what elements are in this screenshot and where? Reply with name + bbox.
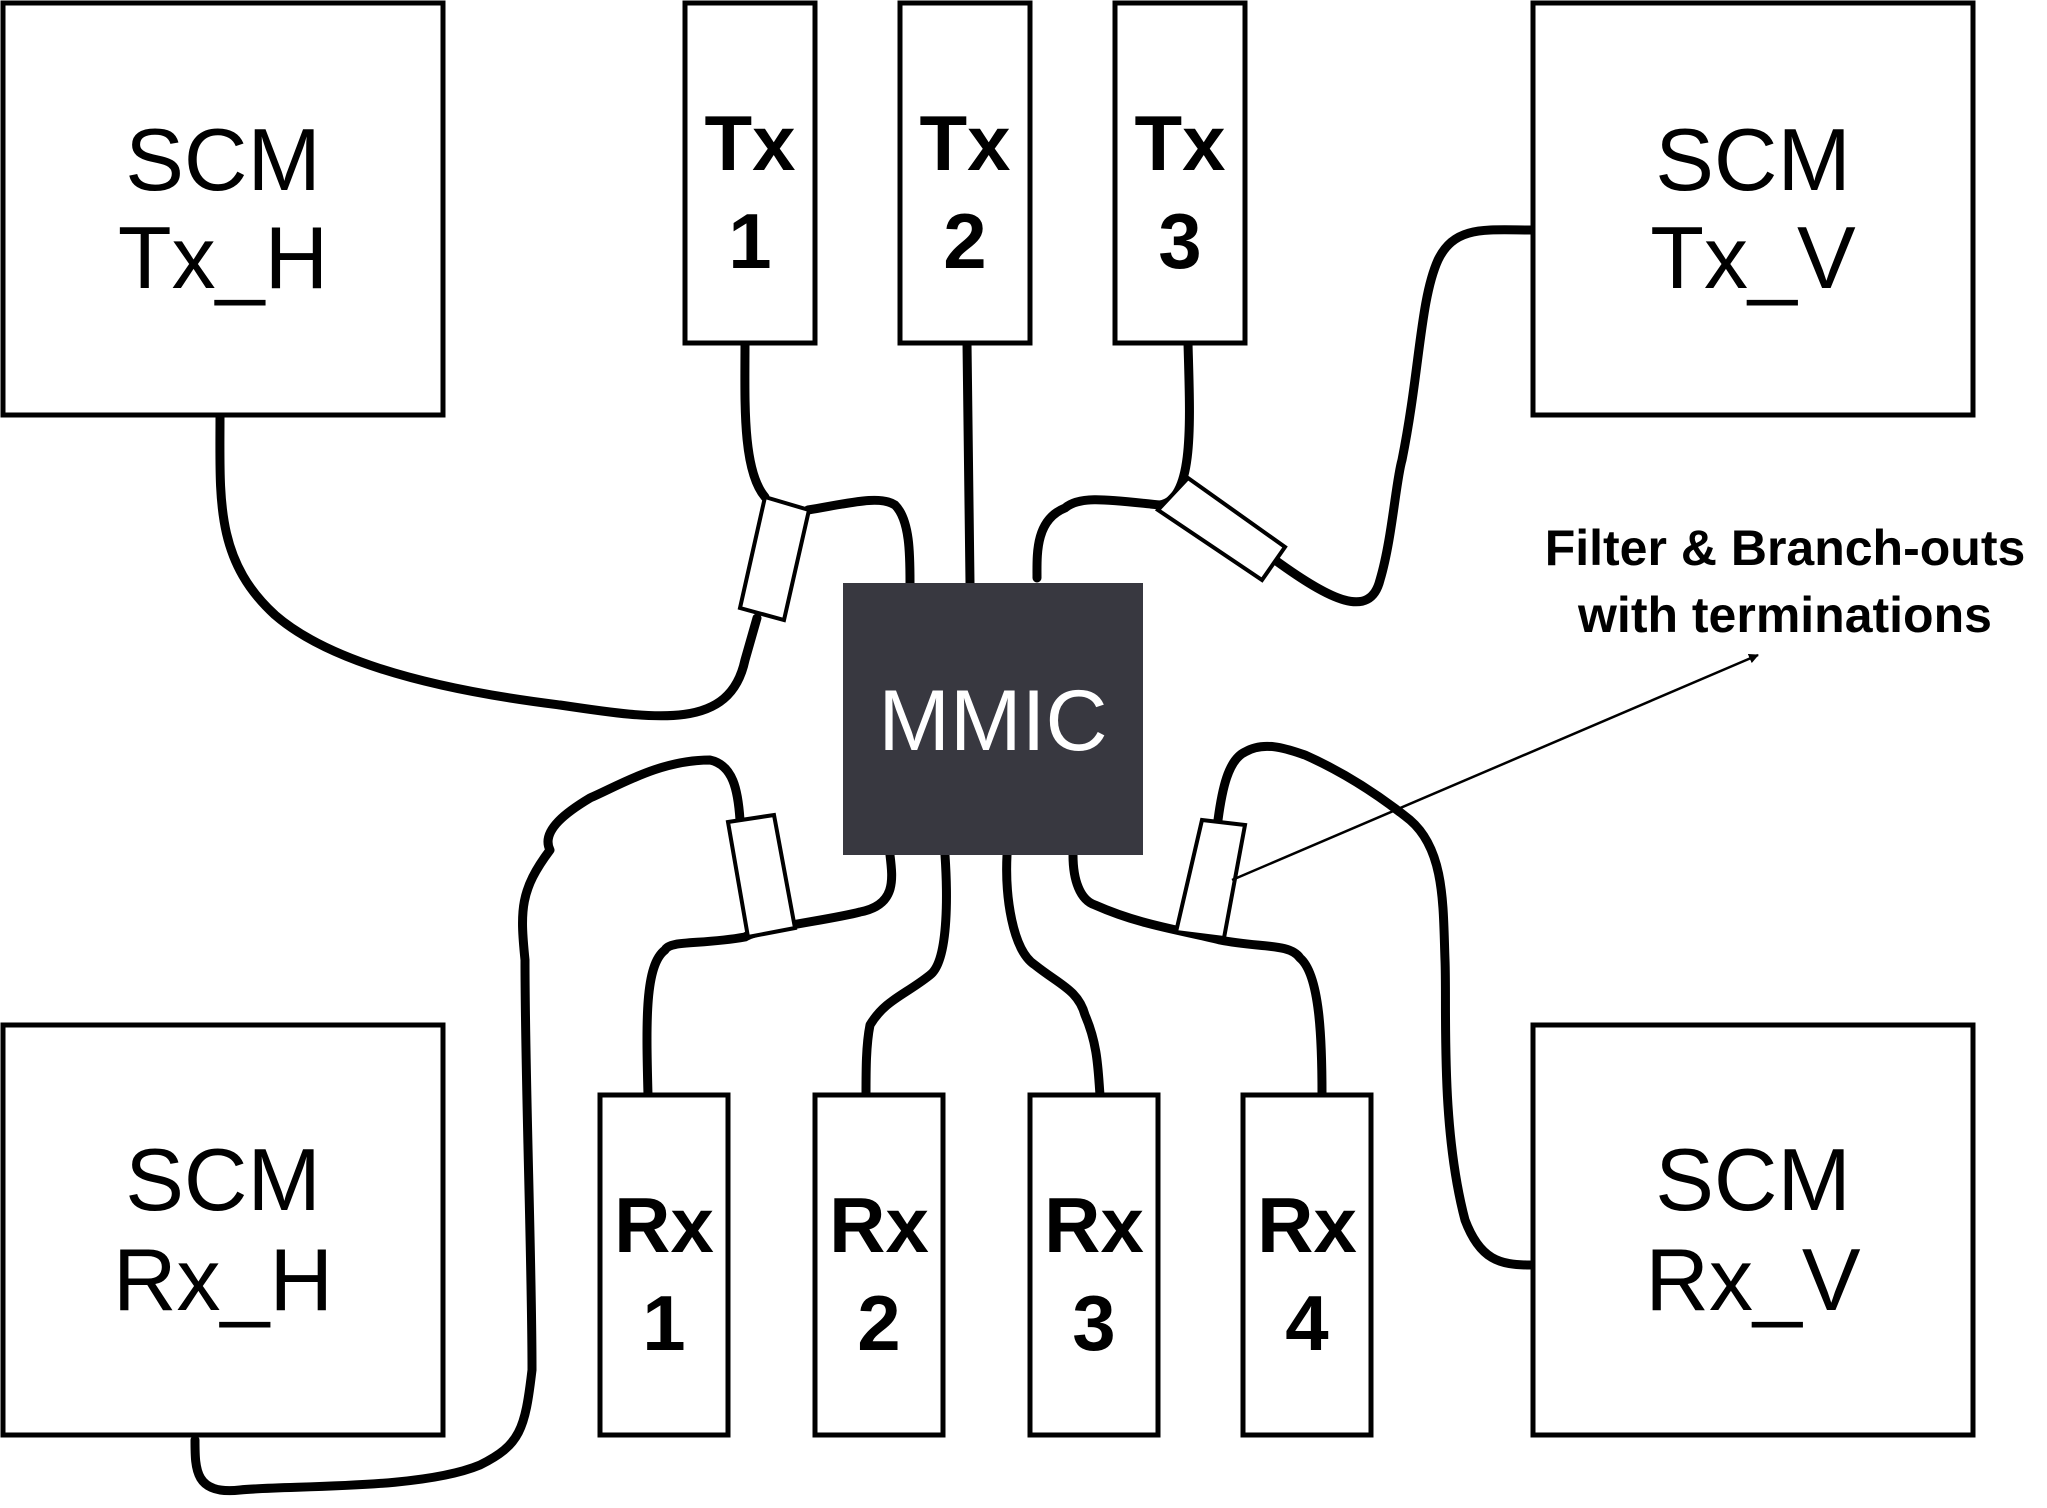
scm-tx-h-module: SCM Tx_H: [0, 0, 446, 418]
scm-rx-v-module: SCM Rx_V: [1530, 1022, 1976, 1438]
tx-port-3-label: Tx: [1134, 99, 1225, 187]
tx-port-1-number: 1: [728, 197, 771, 285]
rx-port-3-label: Rx: [1044, 1181, 1144, 1269]
tx-port-2-number: 2: [943, 197, 986, 285]
cables: [190, 225, 1538, 1496]
scm-rx-h-module: SCM Rx_H: [0, 1022, 446, 1438]
filter-tx1: [737, 494, 812, 623]
cable-rx1: [642, 850, 897, 1100]
cable-scm-rx-h: [190, 755, 745, 1496]
scm-tx-h-line1: SCM: [125, 110, 321, 209]
cable-scm-tx-h: [215, 410, 762, 721]
cable-tx1-branch: [803, 495, 915, 588]
rx-port-2-label: Rx: [829, 1181, 929, 1269]
scm-rx-v-line2: Rx_V: [1645, 1230, 1860, 1329]
rx-port-4: Rx 4: [1240, 1092, 1374, 1438]
tx-port-1: Tx 1: [682, 0, 818, 346]
scm-tx-v-line1: SCM: [1655, 110, 1851, 209]
annotation-arrow: [1231, 653, 1759, 882]
scm-tx-v-module: SCM Tx_V: [1530, 0, 1976, 418]
rx-port-1-number: 1: [642, 1279, 685, 1367]
tx-port-3-number: 3: [1158, 197, 1201, 285]
rx-port-2: Rx 2: [812, 1092, 946, 1438]
filter-tx3: [1154, 475, 1288, 583]
tx-port-3: Tx 3: [1112, 0, 1248, 346]
rx-port-1: Rx 1: [597, 1092, 731, 1438]
scm-rx-v-line1: SCM: [1655, 1130, 1851, 1229]
cable-scm-tx-v: [1270, 225, 1538, 607]
cable-rx2: [861, 850, 951, 1100]
filter-annotation: Filter & Branch-outs with terminations: [1231, 520, 2026, 882]
tx-port-2-label: Tx: [919, 99, 1010, 187]
tx-port-2: Tx 2: [897, 0, 1033, 346]
tx-port-1-label: Tx: [704, 99, 795, 187]
rx-port-4-number: 4: [1285, 1279, 1328, 1367]
cable-rx3: [1002, 850, 1105, 1100]
rx-port-2-number: 2: [857, 1279, 900, 1367]
cable-tx2: [962, 338, 975, 588]
annotation-line1: Filter & Branch-outs: [1545, 520, 2026, 576]
scm-tx-v-line2: Tx_V: [1650, 208, 1856, 307]
filter-rx1: [725, 812, 798, 940]
cable-scm-rx-v: [1213, 741, 1535, 1270]
rx-port-3: Rx 3: [1027, 1092, 1161, 1438]
mmic-label: MMIC: [878, 673, 1107, 769]
filter-rx4: [1173, 817, 1248, 941]
scm-tx-h-line2: Tx_H: [118, 208, 328, 307]
scm-rx-h-line2: Rx_H: [113, 1230, 333, 1329]
filters: [725, 475, 1288, 941]
rx-port-4-label: Rx: [1257, 1181, 1357, 1269]
cable-tx1: [740, 338, 770, 502]
mmic-chip: MMIC: [843, 583, 1143, 855]
rx-port-3-number: 3: [1072, 1279, 1115, 1367]
rx-port-1-label: Rx: [614, 1181, 714, 1269]
cable-rx4: [1068, 850, 1327, 1100]
annotation-line2: with terminations: [1577, 587, 1992, 643]
scm-rx-h-line1: SCM: [125, 1130, 321, 1229]
cable-tx3: [1032, 338, 1194, 583]
